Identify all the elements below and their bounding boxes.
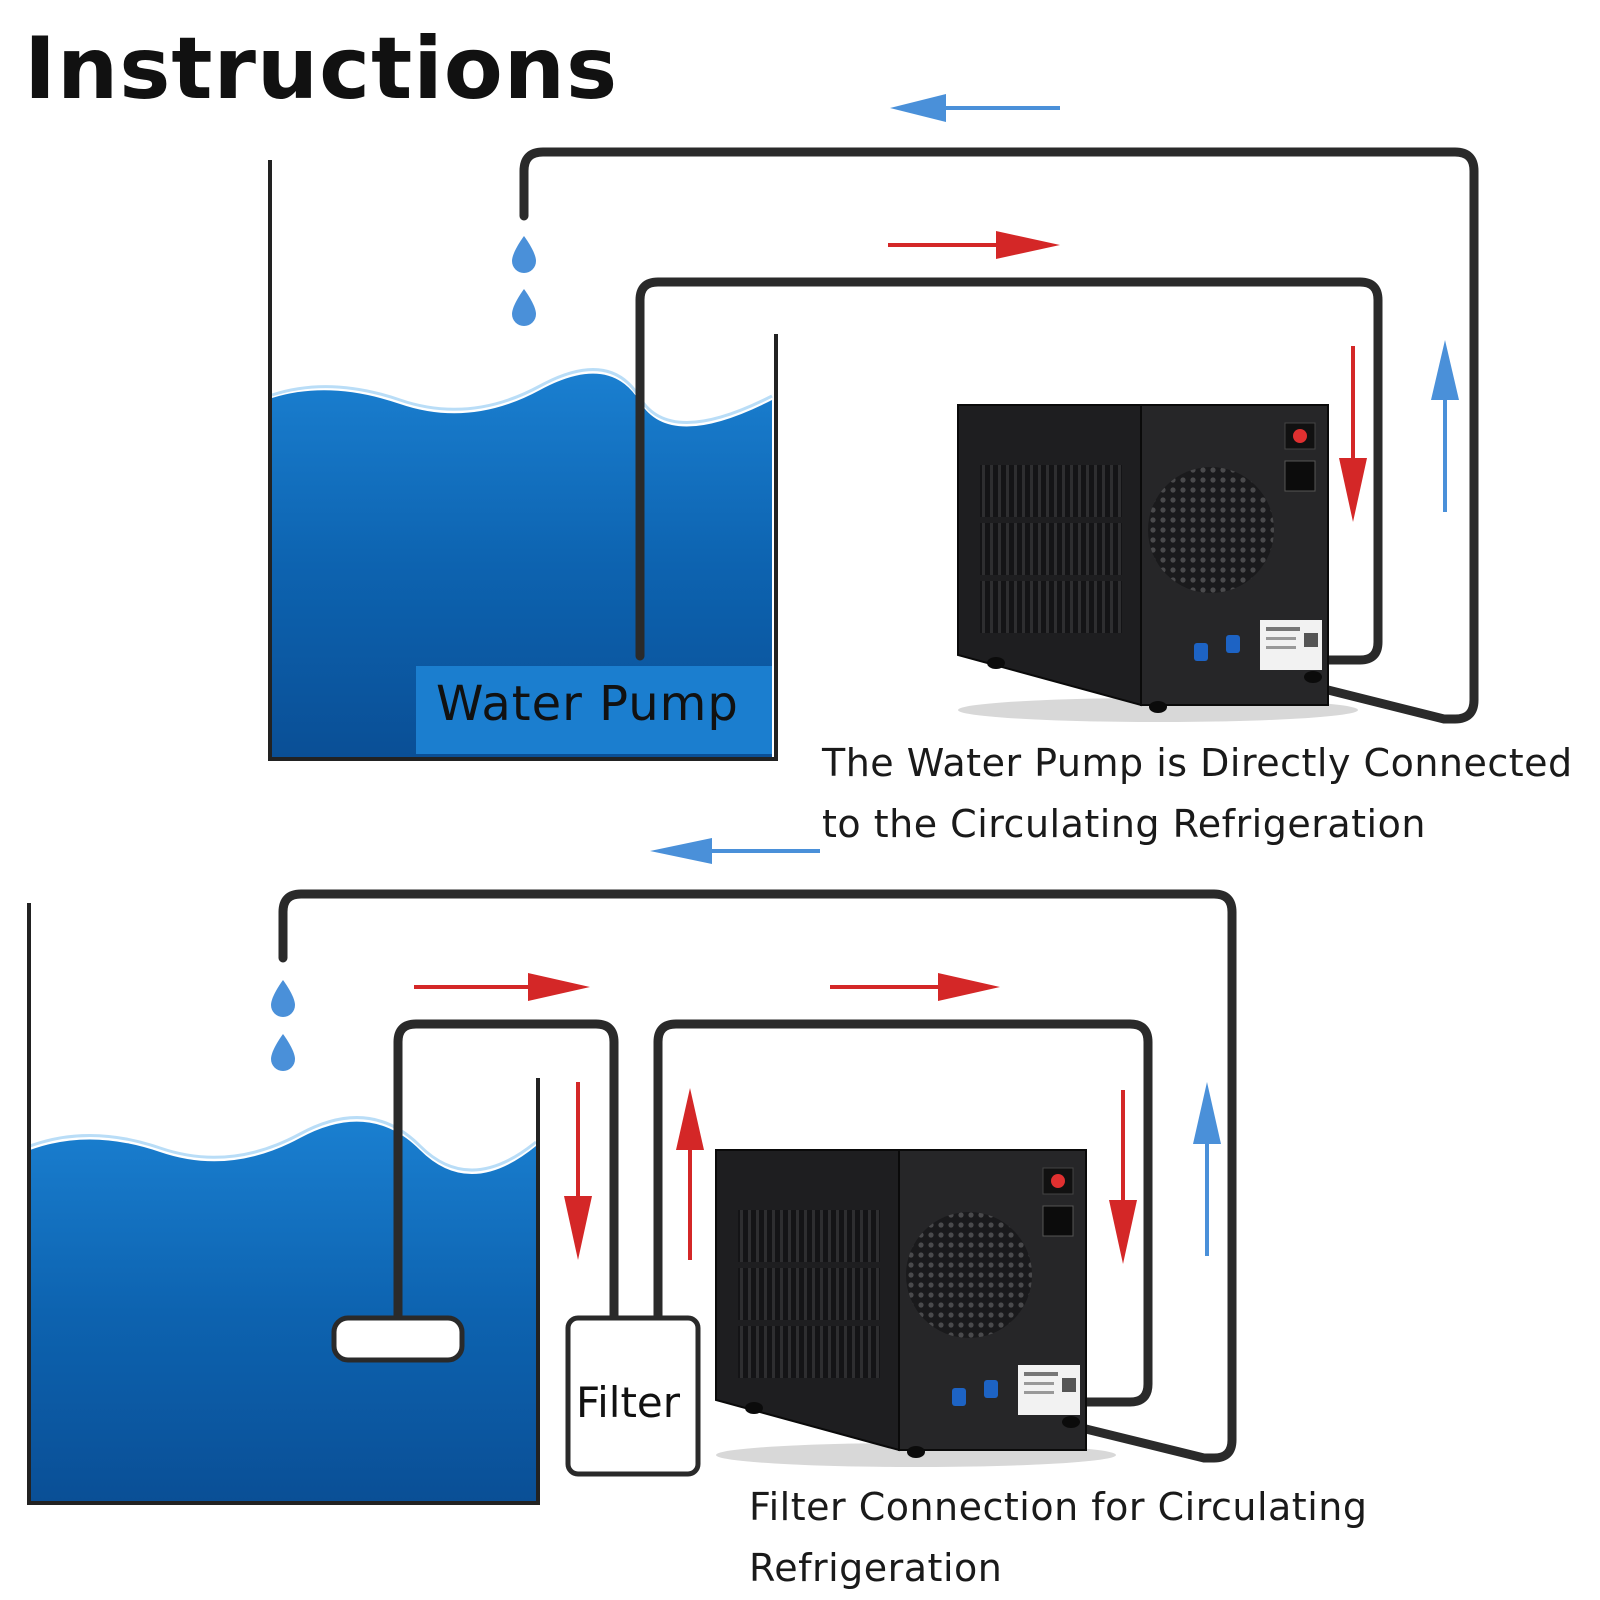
water-drop-icon (271, 980, 295, 1071)
water-drop-icon (512, 236, 536, 326)
pump-body (331, 1315, 465, 1363)
flow-arrow-icon (650, 94, 1459, 864)
caption-line: Refrigeration (749, 1546, 1003, 1590)
water-pump-label: Water Pump (436, 676, 739, 732)
pipes-top (519, 147, 1479, 724)
caption-filter-connection: Filter Connection for Circulating Refrig… (749, 1477, 1367, 1599)
caption-line: Filter Connection for Circulating (749, 1485, 1368, 1529)
flow-arrow-icon (414, 973, 1221, 1264)
caption-line: The Water Pump is Directly Connected (822, 741, 1573, 785)
filter-label: Filter (576, 1378, 681, 1427)
chiller-unit-icon (715, 1149, 1117, 1468)
page-title: Instructions (24, 19, 619, 119)
filter-box (565, 1315, 701, 1477)
tank-bottom (27, 903, 540, 1505)
caption-line: to the Circulating Refrigeration (822, 802, 1426, 846)
caption-direct-connection: The Water Pump is Directly Connected to … (822, 733, 1573, 855)
tank-top (268, 160, 778, 761)
pipes-bottom (278, 889, 1237, 1463)
chiller-unit-icon (957, 404, 1359, 723)
